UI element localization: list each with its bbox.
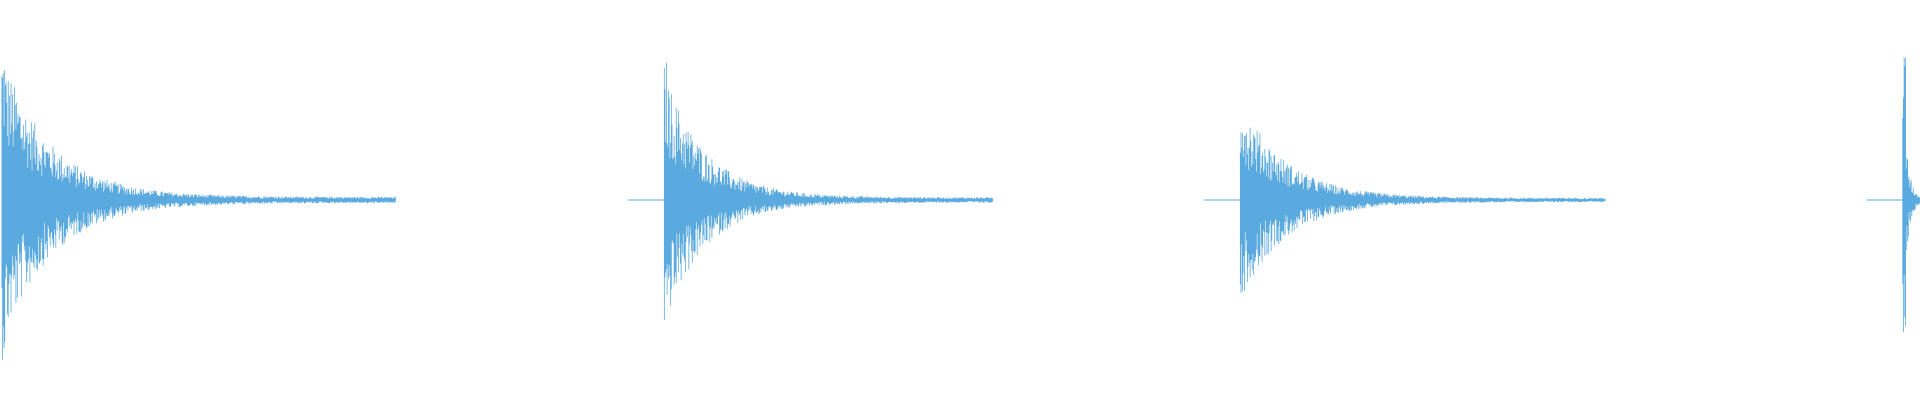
waveform-samples (1902, 57, 1920, 333)
waveform-samples (1, 70, 396, 360)
waveform-burst-4 (1866, 57, 1920, 333)
waveform-burst-2 (628, 62, 994, 320)
waveform-samples (663, 62, 994, 320)
waveform-group (1, 57, 1920, 360)
waveform-burst-1 (1, 70, 396, 360)
waveform-samples (1239, 127, 1606, 293)
waveform-burst-3 (1204, 127, 1606, 293)
